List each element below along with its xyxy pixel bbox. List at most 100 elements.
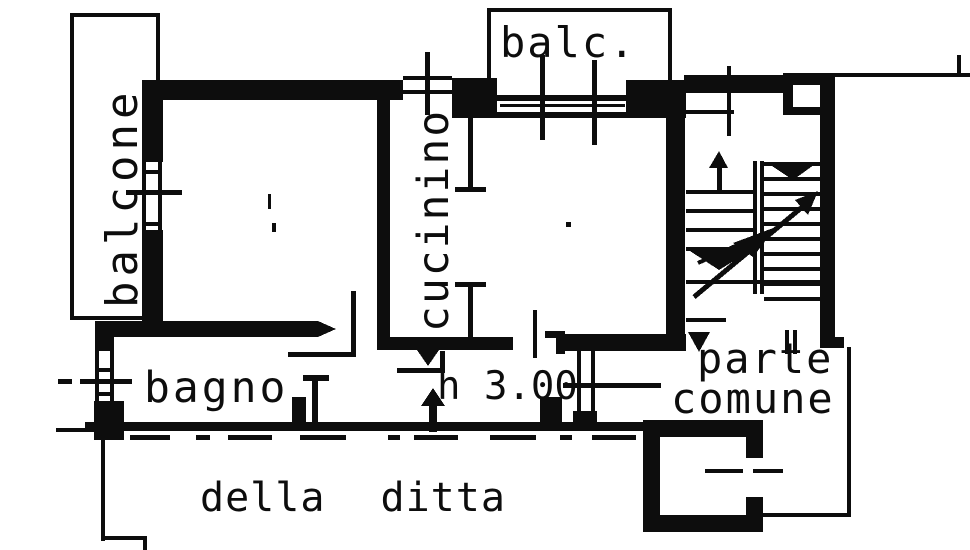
window-rung: [144, 222, 160, 226]
balcony-left: balcone: [70, 13, 160, 320]
balcony-top-outline: [487, 8, 672, 112]
boundary-line: [847, 347, 851, 517]
window-line: [497, 95, 628, 101]
wall: [684, 75, 784, 93]
dim-tick: [440, 351, 445, 371]
interior-walls: [268, 96, 726, 423]
wall: [377, 96, 390, 348]
boundary-line: [85, 422, 645, 431]
ink-mark: [268, 194, 271, 209]
wall-jamb: [820, 337, 844, 348]
balcony-left-outline: [70, 13, 160, 320]
wall: [558, 334, 686, 351]
wall-jamb: [540, 397, 562, 431]
wall-jamb: [303, 375, 329, 381]
hatch-dash: [592, 435, 636, 440]
door-leaf: [533, 310, 537, 358]
landing-line: [684, 110, 734, 114]
wall-jamb: [312, 381, 318, 423]
wall-jamb: [573, 411, 597, 423]
wall: [820, 73, 835, 347]
property-line: [101, 437, 105, 541]
boundary-line: [757, 513, 851, 517]
common-part-label-1: parte: [697, 334, 833, 383]
facade-tick: [957, 55, 961, 75]
door-arrow: [318, 321, 336, 337]
window-axis-tick: [126, 190, 182, 195]
stairwell: [684, 55, 970, 354]
balcony-top-label: balc.: [500, 18, 636, 67]
stair-up-arrow-stem: [717, 160, 722, 192]
balcony-top: balc.: [487, 8, 672, 112]
partition-end-tick: [455, 187, 486, 192]
window-axis-tick: [563, 383, 661, 388]
window-rung: [97, 392, 111, 396]
axis-tick: [727, 66, 731, 136]
shaft-axis-line: [705, 469, 743, 473]
shaft-room-void: [660, 437, 746, 515]
stair-step: [764, 207, 820, 211]
partition-end-tick: [455, 282, 486, 287]
stair-stringer: [760, 161, 764, 294]
window-frame: [158, 162, 162, 232]
ink-mark: [272, 223, 276, 232]
stair-arrow-head: [795, 191, 818, 215]
stair-step: [764, 297, 820, 301]
wall: [142, 80, 163, 162]
hatch-dash: [560, 435, 572, 440]
stair-direction-line: [697, 241, 743, 265]
stair-tick: [793, 330, 797, 354]
shaft-axis-line: [753, 469, 783, 473]
boundary-line: [56, 428, 96, 432]
wall-jamb: [545, 331, 565, 338]
stair-step: [764, 252, 820, 256]
stair-stringer: [753, 161, 757, 294]
stair-step: [686, 209, 754, 213]
door-arrow: [417, 350, 439, 366]
window-axis-tick: [58, 379, 72, 384]
window-rung: [97, 368, 111, 372]
common-part: parte comune: [643, 334, 851, 532]
door-arrow: [688, 332, 710, 352]
wall: [143, 80, 403, 100]
partition: [468, 284, 473, 339]
wall: [96, 321, 318, 337]
window-axis-tick: [80, 379, 132, 384]
kitchenette-label: cucinino: [409, 109, 459, 332]
door-arrow: [421, 388, 445, 406]
wall: [95, 321, 114, 351]
dim-tick: [397, 368, 445, 373]
stair-step: [764, 237, 820, 241]
wall-jamb: [292, 397, 306, 431]
landing-line: [686, 280, 820, 284]
shaft-room-opening: [743, 458, 763, 497]
hatch-dash: [196, 435, 210, 440]
hatch-dash: [130, 435, 170, 440]
south-boundary: della ditta: [56, 397, 645, 550]
window-rung: [144, 170, 160, 174]
window-axis-tick: [425, 52, 430, 115]
bathroom-label: bagno: [144, 363, 288, 413]
property-line: [143, 536, 147, 550]
kitchenette: cucinino: [377, 96, 537, 366]
hatch-dash: [388, 435, 400, 440]
property-line: [101, 536, 147, 540]
stair-step: [686, 228, 754, 232]
stair-step: [686, 247, 754, 251]
hatch-dash: [490, 435, 536, 440]
door-line: [686, 318, 726, 322]
window-axis-tick: [592, 60, 597, 145]
stair-hatch-triangle: [733, 227, 776, 257]
door-jamb: [429, 404, 437, 432]
door-leaf: [288, 352, 353, 357]
corner-blob: [94, 401, 124, 440]
wall: [142, 230, 163, 333]
wall-jamb: [556, 334, 565, 354]
hatch-dash: [300, 435, 346, 440]
window-line: [500, 104, 625, 107]
ink-mark: [566, 222, 571, 227]
stair-hatch-triangle: [766, 162, 818, 180]
stair-hatch-triangle: [690, 251, 750, 270]
